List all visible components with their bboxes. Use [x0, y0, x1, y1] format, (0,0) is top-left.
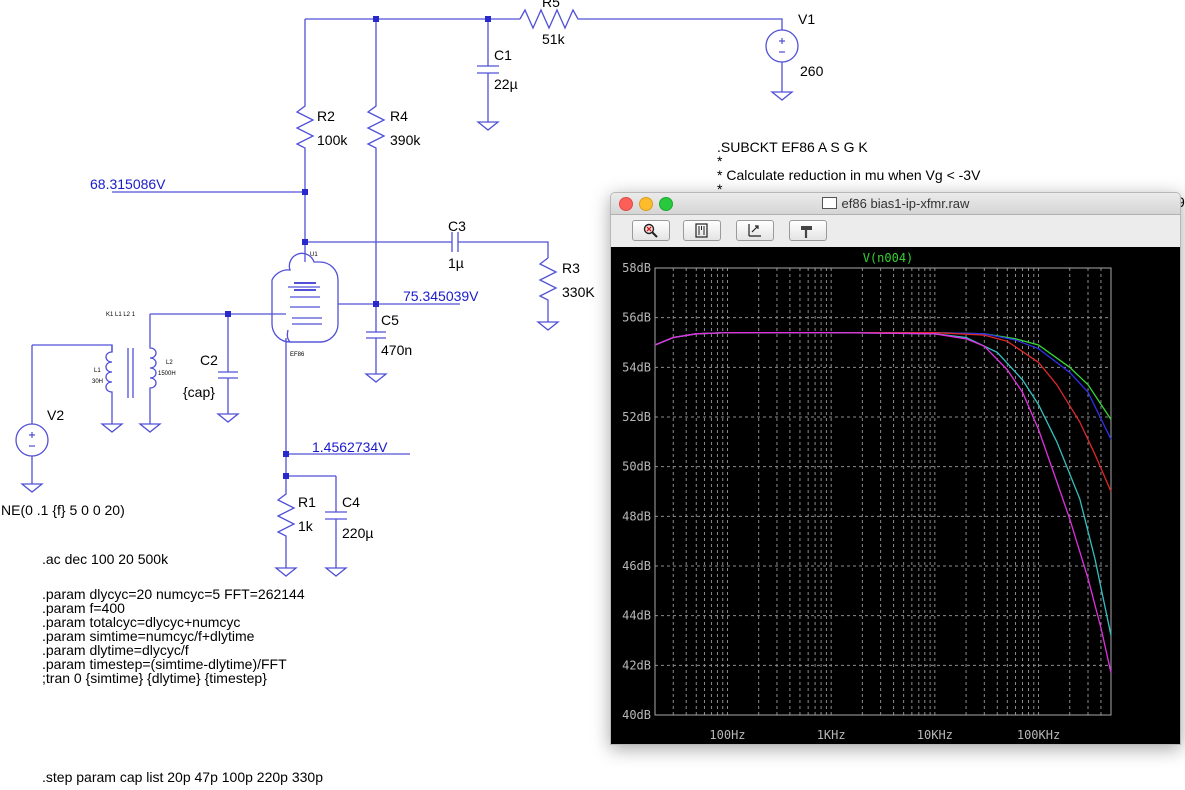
r1-value: 1k — [298, 518, 314, 534]
ac-directive: .ac dec 100 20 500k — [42, 551, 169, 567]
l2-name: L2 — [166, 360, 173, 366]
v2-source — [15, 423, 49, 457]
waveform-file-icon — [821, 197, 837, 209]
pan-icon — [748, 224, 761, 237]
zoom-icon — [643, 223, 658, 238]
v1-source — [765, 29, 799, 63]
bode-chart: 58dB 56dB 54dB 52dB 50dB 48dB 46dB 44dB 42dB 40dB… — [622, 251, 1112, 742]
y-tick-label: 48dB — [622, 509, 651, 523]
c2-name: C2 — [200, 352, 218, 368]
screen-voltage: 75.345039V — [403, 288, 479, 304]
r5-name: R5 — [542, 0, 560, 10]
l1-name: L1 — [94, 368, 101, 374]
close-window-button[interactable] — [619, 197, 633, 211]
r4-name: R4 — [390, 108, 408, 124]
c3-value: 1µ — [448, 255, 464, 271]
c4-name: C4 — [342, 494, 360, 510]
window-title: ef86 bias1-ip-xfmr.raw — [841, 196, 970, 211]
plot-area[interactable]: 58dB 56dB 54dB 52dB 50dB 48dB 46dB 44dB 42dB 40dB… — [611, 247, 1180, 744]
x-tick-label: 1KHz — [817, 728, 846, 742]
ef86-tube — [271, 252, 339, 343]
junction — [283, 451, 289, 457]
junction — [225, 311, 231, 317]
trace-label: V(n004) — [863, 251, 914, 265]
c3-name: C3 — [448, 218, 466, 234]
zoom-button[interactable] — [632, 220, 670, 241]
l1-value: 30H — [92, 379, 103, 385]
c1-value: 22µ — [494, 76, 518, 92]
v2-name: V2 — [47, 407, 64, 423]
hammer-icon — [801, 226, 812, 238]
x-tick-label: 100Hz — [709, 728, 745, 742]
r4-value: 390k — [390, 132, 421, 148]
u1-name: U1 — [310, 252, 318, 258]
v2-value: NE(0 .1 {f} 5 0 0 20) — [1, 502, 125, 518]
junction — [302, 189, 308, 195]
v1-name: V1 — [798, 11, 815, 27]
y-tick-label: 50dB — [622, 460, 651, 474]
y-tick-label: 46dB — [622, 559, 651, 573]
autorange-button[interactable] — [683, 220, 721, 241]
junction — [302, 239, 308, 245]
r1-name: R1 — [298, 494, 316, 510]
hammer-button[interactable] — [789, 220, 827, 241]
junction — [373, 16, 379, 22]
r5-value: 51k — [542, 31, 566, 47]
window-titlebar[interactable]: ef86 bias1-ip-xfmr.raw — [611, 193, 1180, 215]
r3-name: R3 — [562, 260, 580, 276]
autorange-icon — [695, 223, 708, 238]
r2-name: R2 — [317, 108, 335, 124]
r3-value: 330K — [562, 284, 595, 300]
plot-frame — [654, 267, 1112, 716]
series-line — [654, 331, 1112, 673]
pan-button[interactable] — [736, 220, 774, 241]
c2-value: {cap} — [183, 384, 215, 400]
junction — [373, 301, 379, 307]
cathode-voltage: 1.4562734V — [312, 439, 388, 455]
c4-value: 220µ — [342, 525, 373, 541]
c5-name: C5 — [381, 312, 399, 328]
series-line — [654, 331, 1112, 420]
edge-digit: 9 — [1177, 194, 1185, 210]
plate-voltage: 68.315086V — [90, 176, 166, 192]
y-tick-label: 52dB — [622, 410, 651, 424]
maximize-window-button[interactable] — [659, 197, 673, 211]
y-tick-label: 44dB — [622, 609, 651, 623]
junction — [485, 16, 491, 22]
transformer-label: K1 L1 L2 1 — [106, 312, 136, 318]
x-tick-label: 100KHz — [1017, 728, 1060, 742]
v1-value: 260 — [800, 63, 824, 79]
subckt-directive: .SUBCKT EF86 A S G K * * Calculate reduc… — [717, 139, 981, 197]
y-tick-label: 54dB — [622, 360, 651, 374]
x-tick-label: 10KHz — [917, 728, 953, 742]
transformer — [138, 314, 162, 433]
y-tick-label: 58dB — [622, 261, 651, 275]
l2-value: 1500H — [158, 371, 176, 377]
r2-value: 100k — [317, 132, 348, 148]
y-tick-label: 56dB — [622, 311, 651, 325]
minimize-window-button[interactable] — [639, 197, 653, 211]
series-line — [654, 331, 1112, 636]
c5-value: 470n — [381, 342, 412, 358]
y-tick-label: 42dB — [622, 658, 651, 672]
r5-resistor — [519, 8, 582, 30]
junction — [283, 473, 289, 479]
c1-name: C1 — [494, 47, 512, 63]
wire — [582, 18, 783, 30]
window-title-container: ef86 bias1-ip-xfmr.raw — [611, 196, 1180, 211]
param-directives: .param dlycyc=20 numcyc=5 FFT=262144 .pa… — [42, 586, 305, 686]
step-directive: .step param cap list 20p 47p 100p 220p 3… — [42, 769, 323, 785]
u1-value: EF86 — [290, 352, 305, 358]
y-tick-label: 40dB — [622, 708, 651, 722]
